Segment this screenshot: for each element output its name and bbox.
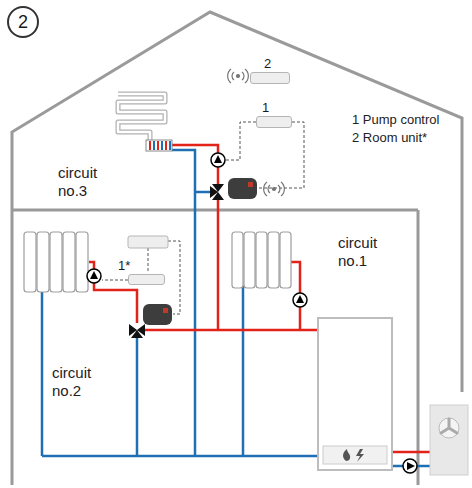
pump (403, 459, 417, 473)
flame-icon (343, 449, 350, 461)
pump-control-box (256, 116, 292, 128)
radiator-fin (256, 232, 267, 288)
pump-arrow (407, 462, 415, 470)
wireless-icon (228, 69, 249, 83)
return-pipe (242, 286, 245, 456)
circuit-label: circuit no.3 (58, 164, 114, 200)
radiator-fin (50, 232, 62, 292)
pump-control: 1 (256, 100, 292, 128)
outdoor-unit (430, 405, 468, 475)
manifold-stripe (150, 141, 166, 150)
return-pipe (41, 290, 44, 456)
radiator-fin (232, 232, 243, 288)
control-wire (102, 280, 128, 281)
radiator-fin (24, 232, 36, 292)
pump-control-box (128, 274, 165, 285)
pump-arrow (90, 271, 98, 279)
boiler-panel (323, 446, 387, 464)
return-pipe (172, 150, 195, 456)
mixing-valve (129, 324, 145, 338)
control-wiring (102, 122, 304, 314)
radiator-fin (76, 232, 88, 292)
radiator-fin (280, 232, 291, 288)
pump (87, 269, 101, 283)
radiator-fin (244, 232, 255, 288)
legend-text: 2 Room unit* (352, 130, 464, 146)
control-wire (226, 122, 256, 160)
pump (211, 153, 225, 167)
figure-number: 2 (7, 6, 39, 38)
return-pipe (195, 191, 211, 194)
return-pipe (136, 337, 139, 456)
coil-pipe (118, 94, 165, 140)
manifold (146, 140, 172, 151)
control-wire (148, 248, 149, 273)
actuator-body (143, 304, 172, 325)
radiator-fin (63, 232, 75, 292)
valve-actuator (228, 178, 257, 199)
pump-circle (403, 459, 417, 473)
pump-circle (293, 293, 307, 307)
wireless-wave (264, 182, 285, 196)
house-outline (12, 12, 462, 485)
actuator-led (248, 182, 253, 187)
figure-number: 2 (18, 12, 28, 32)
supply-pipe (392, 451, 430, 454)
callout-number: 2 (264, 56, 290, 71)
boiler (318, 318, 392, 470)
valve-symbol (210, 184, 224, 200)
room-unit (128, 236, 168, 248)
circuit-label: circuit no.2 (52, 364, 108, 400)
wireless-wave (228, 69, 249, 83)
radiator (24, 232, 88, 292)
callout-number: 1 (262, 100, 292, 115)
control-wire (257, 122, 304, 188)
actuator-led (163, 308, 168, 313)
control-wire (168, 241, 180, 314)
actuator-body (228, 178, 257, 199)
wireless-wave (268, 185, 280, 193)
fan-blade (441, 419, 457, 433)
callout-number: 1* (118, 258, 165, 273)
wireless-wave (232, 72, 244, 80)
wireless-dot (273, 188, 276, 191)
radiator-fin (37, 232, 49, 292)
valve-actuator (143, 304, 172, 325)
pump-circle (211, 153, 225, 167)
supply-pipe (172, 145, 218, 185)
wireless-icon (264, 182, 285, 196)
radiator-fin (268, 232, 279, 288)
coil-pipe (118, 94, 165, 140)
circuit-label: circuit no.1 (338, 234, 394, 270)
supply-pipe (217, 199, 220, 330)
room-unit-box (250, 72, 290, 84)
pump-control: 1* (118, 258, 165, 285)
radiator (232, 232, 291, 288)
pump (293, 293, 307, 307)
pump-circle (87, 269, 101, 283)
boiler-housing (318, 318, 392, 470)
power-icon (356, 449, 364, 462)
supply-pipe (144, 329, 318, 332)
room-unit: 2 (250, 56, 290, 84)
pump-arrow (296, 295, 304, 303)
manifold-stripe (154, 141, 170, 150)
floor-heating-coil (118, 94, 172, 151)
legend-text: 1 Pump control (352, 112, 464, 128)
mixing-valve (210, 184, 224, 200)
wireless-dot (237, 75, 240, 78)
floor-wall (12, 210, 418, 485)
pump-arrow (214, 155, 222, 163)
valve-symbol (129, 324, 145, 338)
fan-ring (439, 418, 459, 438)
outdoor-housing (430, 405, 468, 475)
return-pipe (42, 455, 318, 458)
